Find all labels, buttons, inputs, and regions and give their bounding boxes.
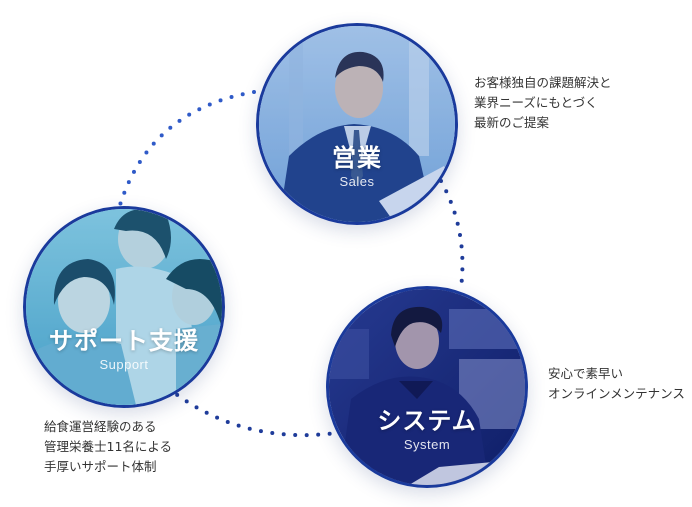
support-title: サポート支援	[49, 327, 199, 355]
sales-circle: 営業 Sales	[256, 23, 458, 225]
system-circle: システム System	[326, 286, 528, 488]
support-description-line: 管理栄養士11名による	[44, 439, 173, 454]
system-subtitle: System	[403, 437, 451, 452]
system-description-line: オンラインメンテナンス	[548, 386, 685, 401]
sales-description: お客様独自の課題解決と 業界ニーズにもとづく 最新のご提案	[474, 73, 612, 133]
support-circle: サポート支援 Support	[23, 206, 225, 408]
sales-description-line: 業界ニーズにもとづく	[474, 95, 598, 110]
system-title: システム	[377, 407, 477, 435]
support-subtitle: Support	[99, 357, 149, 372]
system-description-line: 安心で素早い	[548, 366, 624, 381]
sales-subtitle: Sales	[339, 174, 375, 189]
support-photo	[26, 209, 222, 405]
support-description-line: 給食運営経験のある	[44, 419, 157, 434]
support-description: 給食運営経験のある 管理栄養士11名による 手厚いサポート体制	[44, 417, 172, 477]
sales-photo	[259, 26, 455, 222]
sales-description-line: 最新のご提案	[474, 115, 550, 130]
system-description: 安心で素早い オンラインメンテナンス	[548, 364, 685, 404]
support-description-line: 手厚いサポート体制	[44, 459, 157, 474]
system-photo	[329, 289, 525, 485]
sales-description-line: お客様独自の課題解決と	[474, 75, 612, 90]
sales-title: 営業	[332, 144, 382, 172]
dotted-arc-sales-support	[118, 90, 256, 207]
